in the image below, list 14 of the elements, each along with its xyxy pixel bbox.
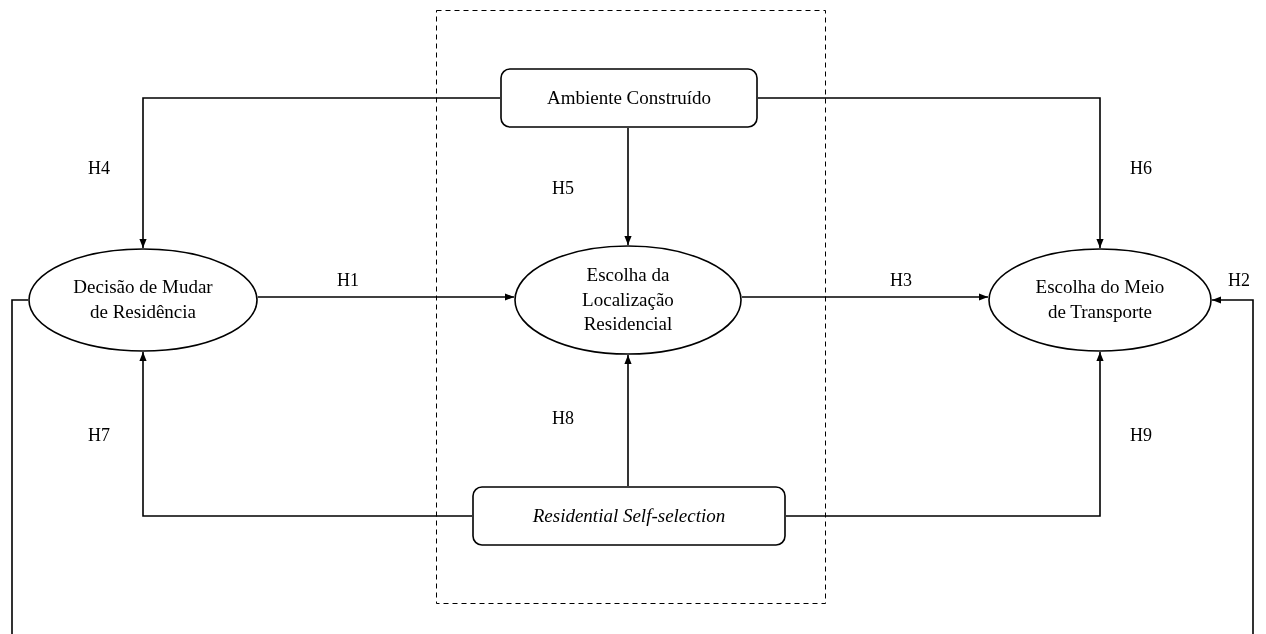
node-label: Decisão de Mudar de Residência: [72, 275, 214, 324]
arrow: [139, 351, 473, 517]
arrow: [624, 354, 632, 487]
arrow: [785, 351, 1104, 517]
arrow: [139, 97, 501, 249]
node-label: Escolha do Meio de Transporte: [1034, 275, 1166, 324]
arrow: [624, 127, 632, 246]
arrow: [741, 293, 989, 301]
node-label: Residential Self-selection: [532, 503, 726, 528]
arrow: [257, 293, 515, 301]
node-label: Ambiente Construído: [546, 85, 712, 110]
arrow: [757, 97, 1104, 249]
node-label: Escolha da Localização Residencial: [581, 262, 675, 337]
arrow: [11, 296, 1254, 634]
